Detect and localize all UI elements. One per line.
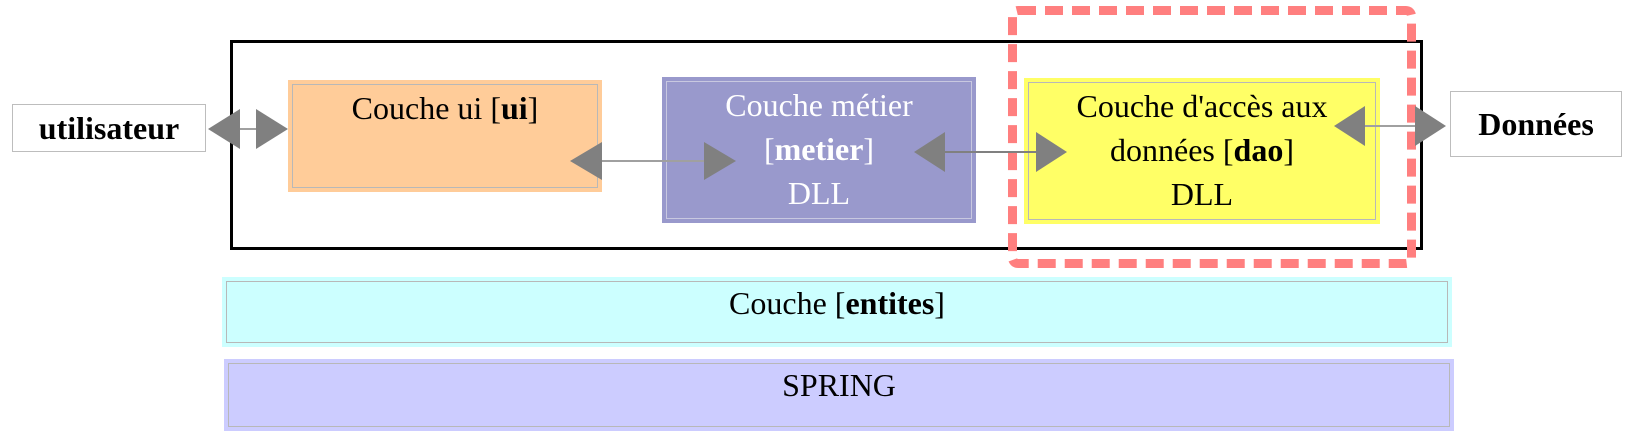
- user-node: utilisateur: [12, 104, 206, 152]
- metier-layer-type: DLL: [787, 175, 851, 211]
- data-label: Données: [1478, 105, 1594, 142]
- arrowhead-left-icon: [1334, 106, 1365, 146]
- ui-layer-title: Couche ui [ui]: [351, 90, 539, 126]
- spring-layer: SPRING: [224, 359, 1454, 431]
- arrow-user-ui: [208, 109, 288, 149]
- arrowhead-right-icon: [1036, 132, 1067, 172]
- application-boundary: [230, 40, 1423, 250]
- user-label: utilisateur: [38, 109, 180, 146]
- dao-layer: Couche d'accès aux données [dao] DLL: [1024, 78, 1380, 224]
- data-node: Données: [1450, 91, 1622, 157]
- arrowhead-right-icon: [704, 142, 736, 180]
- dao-layer-type: DLL: [1170, 176, 1234, 212]
- arrowhead-right-icon: [1415, 106, 1446, 146]
- arrow-metier-dao: [914, 132, 1067, 172]
- metier-layer-name: [metier]: [763, 131, 875, 167]
- arrow-dao-data: [1334, 106, 1446, 146]
- dao-layer-title: Couche d'accès aux: [1076, 88, 1328, 124]
- arrowhead-right-icon: [256, 109, 288, 149]
- arrow-ui-metier: [570, 142, 736, 180]
- ui-layer: Couche ui [ui]: [288, 80, 602, 192]
- spring-layer-title: SPRING: [782, 367, 896, 403]
- metier-layer-title: Couche métier: [725, 87, 913, 123]
- dao-layer-name: données [dao]: [1110, 132, 1294, 168]
- entites-layer-title: Couche [entites]: [729, 285, 945, 321]
- dao-highlight-frame: [1008, 6, 1416, 268]
- arrowhead-left-icon: [914, 132, 945, 172]
- arrowhead-left-icon: [570, 142, 602, 180]
- arrowhead-left-icon: [208, 109, 240, 149]
